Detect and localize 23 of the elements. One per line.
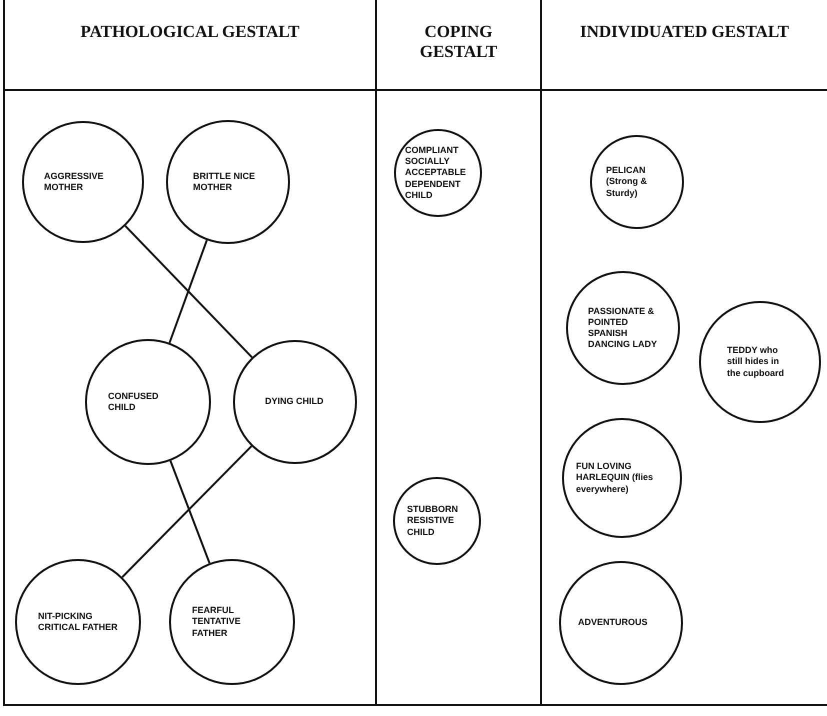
column-heading: INDIVIDUATED GESTALT [579, 22, 790, 42]
circle-label: FEARFUL TENTATIVE FATHER [192, 605, 242, 639]
column-heading: PATHOLOGICAL GESTALT [79, 22, 301, 42]
circle-label: TEDDY who still hides in the cupboard [727, 345, 786, 379]
column-heading: COPING GESTALT [418, 22, 498, 62]
circle-label: ADVENTUROUS [578, 617, 649, 629]
connector-line [168, 240, 208, 344]
column-panel [3, 0, 375, 706]
circle-label: PASSIONATE & POINTED SPANISH DANCING LADY [588, 306, 658, 350]
column-panel [540, 0, 827, 706]
circle-label: PELICAN (Strong & Sturdy) [606, 165, 648, 199]
circle-label: NIT-PICKING CRITICAL FATHER [38, 610, 118, 634]
circle-label: DYING CHILD [265, 396, 324, 408]
circle-label: BRITTLE NICE MOTHER [193, 170, 256, 194]
connector-line [122, 445, 252, 578]
circle-label: FUN LOVING HARLEQUIN (flies everywhere) [576, 461, 654, 495]
column-panel [375, 0, 540, 706]
connector-line [170, 460, 210, 564]
circle-label: COMPLIANT SOCIALLY ACCEPTABLE DEPENDENT CHILD [405, 144, 467, 202]
circle-label: CONFUSED CHILD [108, 390, 160, 414]
connector-line [124, 225, 253, 358]
circle-label: STUBBORN RESISTIVE CHILD [407, 504, 459, 538]
circle-label: AGGRESSIVE MOTHER [44, 170, 105, 194]
